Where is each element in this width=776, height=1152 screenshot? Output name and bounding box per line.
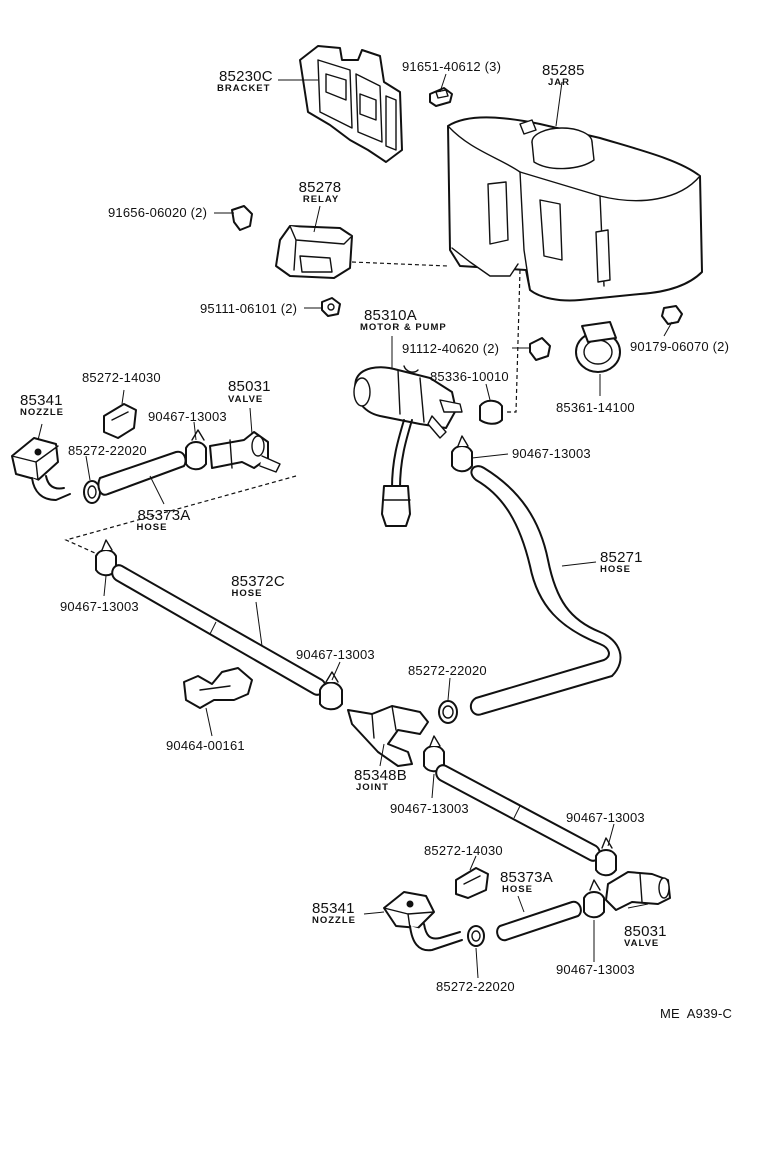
nut-jar-part-number: 90179-06070 (2) — [630, 339, 730, 354]
clamp-mid-part — [438, 700, 458, 724]
nozzle-right-name: NOZZLE — [312, 915, 356, 926]
hose-left-name: HOSE — [136, 522, 168, 533]
reference-code: ME A939-C — [660, 1006, 733, 1021]
nozzle-left-part-number: 85341 — [20, 392, 63, 409]
bracket-part-number: 85230C — [219, 68, 273, 85]
relay-jar-dashed-line — [351, 261, 449, 267]
clip-joint-part — [423, 735, 445, 773]
hose-left-part-number: 85373A — [137, 507, 191, 524]
valve-left-part — [209, 431, 281, 473]
leader-lines — [37, 73, 673, 979]
clamp-left-part-number: 85272-22020 — [68, 443, 147, 458]
valve-left-name: VALVE — [228, 394, 264, 405]
nozzle-right-part-number: 85341 — [312, 900, 355, 917]
bracket-name: BRACKET — [217, 83, 271, 94]
jar-part-number: 85285 — [542, 62, 585, 79]
grommet-part-number: 85336-10010 — [430, 369, 509, 384]
clip-right-part — [595, 837, 617, 877]
nut-part-number: 95111-06101 (2) — [200, 301, 298, 316]
main-hose-part-number: 85271 — [600, 549, 643, 566]
nozzle-right-part — [383, 891, 463, 952]
clip-joint-part-number: 90467-13003 — [390, 801, 469, 816]
main-hose-part — [469, 465, 622, 716]
nozzle-clip-right-part — [455, 867, 489, 899]
clip-hose2-part — [95, 539, 117, 577]
clip-pump-part-number: 90467-13003 — [512, 446, 591, 461]
bolt-top-part-number: 91651-40612 (3) — [402, 59, 502, 74]
motor-pump-part — [353, 365, 463, 527]
clip-mid-part — [319, 671, 343, 711]
jar-clamp-part-number: 85361-14100 — [556, 400, 635, 415]
bolt-top-part — [429, 87, 453, 107]
valve-right-name: VALVE — [624, 938, 660, 949]
right-hose-part — [435, 764, 601, 862]
hose-right-name: HOSE — [502, 884, 533, 895]
bolt-jar-part — [529, 337, 551, 361]
nozzle-left-part — [11, 437, 71, 501]
hose-right-part-number: 85373A — [500, 869, 553, 886]
joint-part-number: 85348B — [354, 767, 407, 784]
jar-part — [447, 116, 703, 302]
mid-hose-name: HOSE — [231, 588, 263, 599]
valve-left-part-number: 85031 — [228, 378, 271, 395]
clip-pump-part — [451, 435, 473, 473]
valve-right-part — [605, 871, 671, 911]
hose-right-part — [496, 900, 582, 942]
motor-pump-part-number: 85310A — [364, 307, 417, 324]
bolt-relay-part — [231, 205, 253, 231]
clip-left-part — [185, 429, 207, 471]
grommet-part — [479, 399, 503, 425]
motor-pump-name: MOTOR & PUMP — [360, 322, 447, 333]
relay-name: RELAY — [302, 194, 340, 205]
jar-pump-dashed-line — [506, 269, 521, 413]
clip-right-part-number: 90467-13003 — [566, 810, 645, 825]
joint-part — [347, 705, 429, 767]
clip-mid-part-number: 90467-13003 — [296, 647, 375, 662]
nozzle-clip-left-part-number: 85272-14030 — [82, 370, 161, 385]
clip-left-part-number: 90467-13003 — [148, 409, 227, 424]
clamp-bracket-part-number: 90464-00161 — [166, 738, 245, 753]
clip-hose2-part-number: 90467-13003 — [60, 599, 139, 614]
bracket-part — [299, 45, 403, 163]
jar-name: JAR — [548, 77, 571, 88]
mid-hose-part-number: 85372C — [231, 573, 285, 590]
clip-right2-part — [583, 879, 605, 919]
nozzle-left-name: NOZZLE — [20, 407, 64, 418]
nozzle-clip-right-part-number: 85272-14030 — [424, 843, 503, 858]
jar-clamp-part — [575, 321, 621, 373]
clamp-right-part-number: 85272-22020 — [436, 979, 515, 994]
joint-name: JOINT — [356, 782, 389, 793]
valve-right-part-number: 85031 — [624, 923, 667, 940]
clamp-right-part — [467, 925, 485, 947]
clip-right2-part-number: 90467-13003 — [556, 962, 635, 977]
clamp-mid-part-number: 85272-22020 — [408, 663, 487, 678]
bolt-jar-part-number: 91112-40620 (2) — [402, 341, 500, 356]
nozzle-clip-left-part — [103, 403, 137, 439]
clamp-left-part — [83, 480, 101, 504]
clamp-bracket-part — [183, 667, 253, 709]
hose-left-part — [97, 450, 187, 496]
relay-part — [275, 225, 353, 279]
left-group-dashed-line — [64, 475, 297, 559]
main-hose-name: HOSE — [600, 564, 631, 575]
nut-jar-part — [661, 305, 683, 325]
relay-part-number: 85278 — [298, 179, 342, 196]
bolt-relay-part-number: 91656-06020 (2) — [108, 205, 208, 220]
nut-part — [321, 297, 341, 317]
